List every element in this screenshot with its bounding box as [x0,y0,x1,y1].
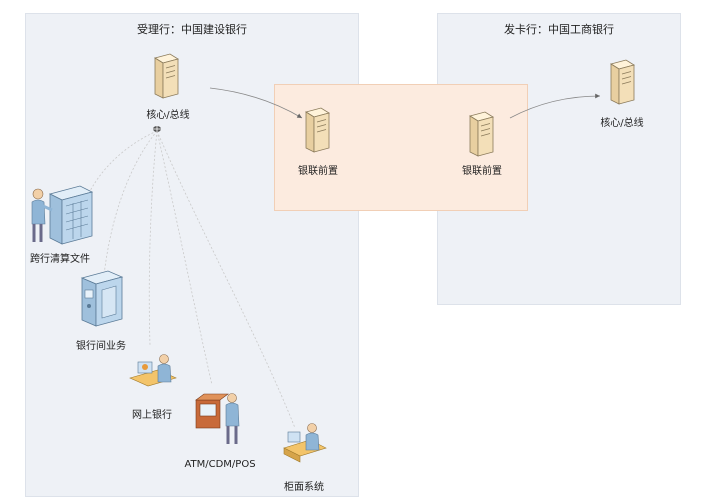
issuer-core-label: 核心/总线 [600,118,644,129]
unionpay-to-issuer-core-connector [509,93,601,119]
server-icon [154,53,179,99]
counter-teller-icon [283,423,327,463]
fanout-to-counter [156,130,296,429]
fanout-to-interbank [102,130,158,286]
acquirer-core-label: 核心/总线 [146,110,190,121]
fanout-connectors [87,130,296,429]
hub-icon [153,126,161,132]
file-storage-operator-icon [31,185,94,245]
issuer-bank-title: 发卡行：中国工商银行 [504,23,614,36]
server-icon [305,107,330,153]
fanout-to-online-banking [148,130,158,346]
online-banking-label: 网上银行 [132,410,172,421]
acquirer-unionpay-label: 银联前置 [298,166,338,177]
fanout-to-clearing-file [87,130,158,196]
server-icon [469,111,494,157]
interbank-label: 银行间业务 [76,341,126,352]
server-icon [610,59,635,105]
issuer-unionpay-label: 银联前置 [462,166,502,177]
core-to-unionpay-connector [209,87,303,119]
online-banking-user-icon [129,354,177,387]
fanout-to-atm [156,130,213,386]
interbank-terminal-icon [80,270,124,327]
atm-user-icon [195,393,240,444]
atm-label: ATM/CDM/POS [184,459,256,470]
acquirer-bank-title: 受理行：中国建设银行 [137,23,247,36]
counter-label: 柜面系统 [284,482,324,493]
clearing-file-label: 跨行清算文件 [30,254,90,265]
